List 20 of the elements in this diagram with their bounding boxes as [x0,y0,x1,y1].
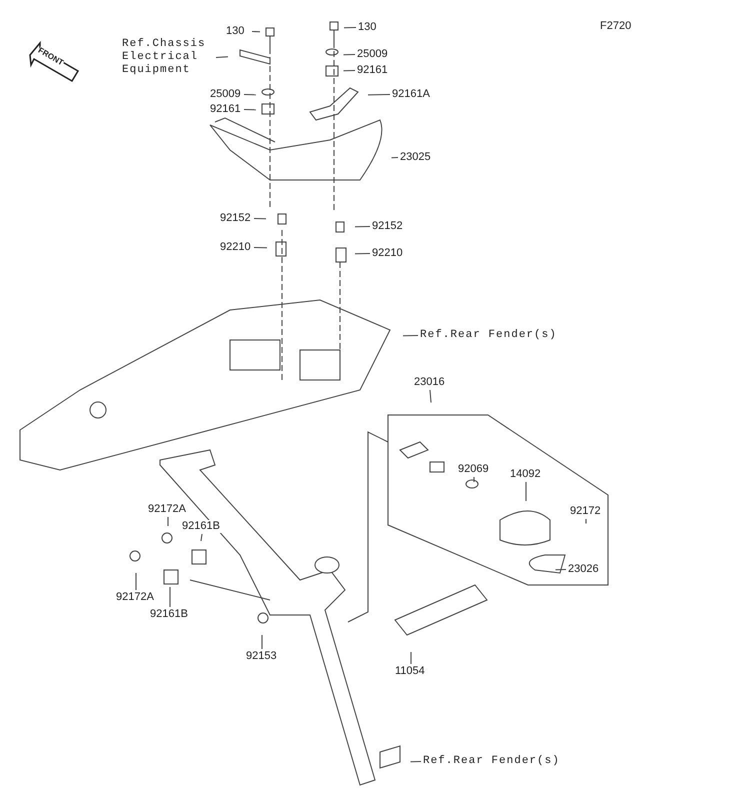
leader-line [402,335,418,336]
leader-line [430,390,432,403]
leader-line [354,253,370,254]
leader-line [252,31,260,32]
leader-line [368,94,390,96]
leader-line [343,70,356,72]
part-number: 92161B [182,520,222,533]
leader-line [343,54,356,56]
leader-line [200,534,202,542]
leader-line [244,109,256,110]
leader-line [410,652,412,664]
leader-line [344,27,356,28]
leader-line [254,218,266,220]
leader-line [391,157,398,158]
leader-line [244,94,256,96]
leader-line [555,569,566,570]
leader-line [216,56,228,58]
leader-line [254,247,268,248]
leader-line [410,761,422,762]
leader-line [354,226,370,228]
